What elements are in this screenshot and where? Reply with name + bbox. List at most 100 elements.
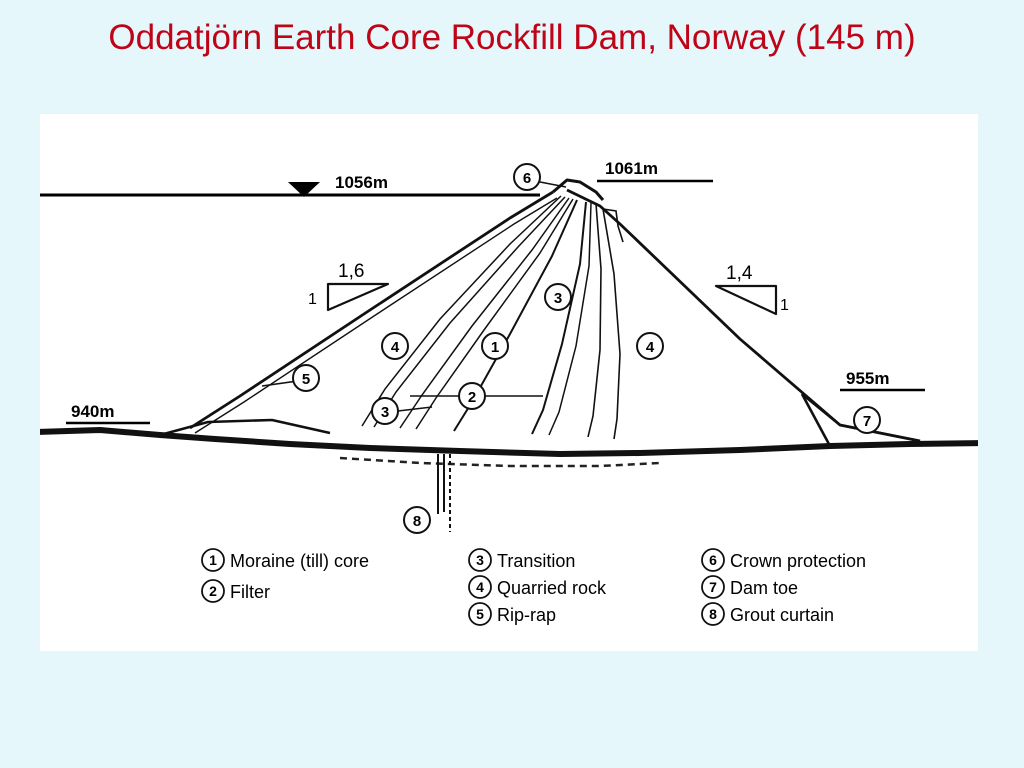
legend-6-number: 6 [709,552,717,568]
legend-item-2: 2 Filter [201,579,270,603]
legend-item-4: 4 Quarried rock [468,575,607,599]
callout-1-label: 1 [491,339,499,356]
legend-item-8: 8 Grout curtain [701,602,834,626]
callout-4-right-label: 4 [646,339,655,356]
legend-7-number: 7 [709,579,717,595]
callout-3-upper-label: 3 [554,290,562,307]
callout-6: 6 [513,163,541,191]
legend-item-6: 6 Crown protection [701,548,866,572]
reservoir-level-label: 1056m [335,173,388,192]
water-level-triangle-icon [288,182,320,197]
dam-toe-group [800,392,921,447]
upstream-slope-face [189,190,554,430]
upstream-slope-horizontal-label: 1,6 [338,261,364,282]
callout-3-upper: 3 [544,283,572,311]
core-upstream-boundary [453,199,578,432]
callout-4-right: 4 [636,332,664,360]
callout-8: 8 [403,506,431,534]
downstream-slope-face [566,188,921,443]
callout-2-label: 2 [468,389,476,406]
callout-4-left-circle [381,332,409,360]
legend-item-1: 1 Moraine (till) core [201,548,369,572]
legend-2-circle [201,579,225,603]
legend-column-2: 3 Transition 4 Quarried rock 5 Rip-rap [468,548,607,626]
embankment-body-group [189,178,921,443]
legend-1-circle [201,548,225,572]
callout-4-left-label: 4 [391,339,400,356]
callout-3-lower-circle [371,397,399,425]
upstream-slope-marker-group: 1,6 1 [308,261,390,312]
upstream-toe-level-label: 940m [71,402,114,421]
leader-line-transition-upstream [397,406,433,412]
upstream-foundation-bench [159,418,331,437]
crown-protection-profile [552,178,605,201]
dam-toe-upper-edge [801,392,921,443]
upstream-slope-triangle [326,282,390,312]
callout-4-right-circle [636,332,664,360]
rip-rap-inner-line [194,197,558,434]
legend-item-7: 7 Dam toe [701,575,798,599]
callout-3-lower-label: 3 [381,404,389,421]
natural-ground-line [40,427,978,457]
upstream-slope-vertical-label: 1 [308,291,317,308]
callout-6-circle [513,163,541,191]
downstream-slope-triangle [714,284,778,316]
callout-2: 2 [458,382,486,410]
legend-2-number: 2 [209,583,217,599]
legend-6-circle [701,548,725,572]
legend-column-3: 6 Crown protection 7 Dam toe 8 Grout cur… [701,548,866,626]
legend-4-label: Quarried rock [497,578,607,598]
legend-group: 1 Moraine (till) core 2 Filter 3 Transit… [201,548,866,626]
page-title: Oddatjörn Earth Core Rockfill Dam, Norwa… [108,18,916,57]
leader-line-crown [539,181,567,188]
callout-7: 7 [853,406,881,434]
callout-7-circle [853,406,881,434]
legend-4-number: 4 [476,579,484,595]
crest-level-group: 1061m [597,159,713,183]
upstream-toe-level-group: 940m [66,402,150,425]
downstream-slope-vertical-label: 1 [780,297,789,314]
reservoir-water-line-group: 1056m [40,173,540,197]
legend-2-label: Filter [230,582,270,602]
callout-5-circle [292,364,320,392]
callout-5-label: 5 [302,371,310,388]
callout-2-circle [458,382,486,410]
dam-cross-section-diagram: 1056m 1061m 940m [40,114,978,651]
downstream-slope-marker-group: 1,4 1 [714,263,789,316]
callout-8-circle [403,506,431,534]
legend-item-3: 3 Transition [468,548,575,572]
downstream-toe-level-group: 955m [840,369,925,392]
legend-7-label: Dam toe [730,578,798,598]
dam-toe-inner-edge [800,393,832,447]
downstream-transition-outer-line [587,203,602,438]
downstream-transition-inner-line [602,208,621,440]
core-downstream-boundary [531,201,587,435]
crest-parapet-step [602,208,624,243]
legend-3-number: 3 [476,552,484,568]
legend-5-label: Rip-rap [497,605,556,625]
legend-8-number: 8 [709,606,717,622]
upstream-filter-outer-line [399,197,570,429]
diagram-canvas: 1056m 1061m 940m [40,159,978,626]
legend-5-number: 5 [476,606,484,622]
legend-1-label: Moraine (till) core [230,551,369,571]
legend-5-circle [468,602,492,626]
legend-1-number: 1 [209,552,217,568]
legend-3-label: Transition [497,551,575,571]
upstream-filter-inner-line [415,198,574,430]
callout-1: 1 [481,332,509,360]
callout-7-label: 7 [863,413,871,430]
legend-8-circle [701,602,725,626]
callout-8-label: 8 [413,513,421,530]
callout-1-circle [481,332,509,360]
callout-4-left: 4 [381,332,409,360]
downstream-toe-level-label: 955m [846,369,889,388]
crest-level-label: 1061m [605,159,658,178]
callout-3-lower: 3 [371,397,399,425]
legend-4-circle [468,575,492,599]
legend-6-label: Crown protection [730,551,866,571]
callout-3-upper-circle [544,283,572,311]
bedrock-dashed-line [339,456,661,468]
downstream-filter-outer-line [548,202,592,436]
legend-column-1: 1 Moraine (till) core 2 Filter [201,548,369,603]
